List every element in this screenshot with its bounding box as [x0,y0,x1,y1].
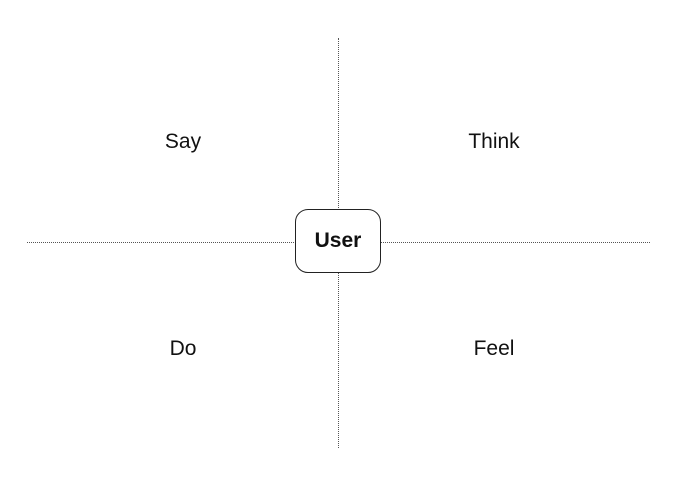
user-center-node: User [295,209,381,273]
quadrant-label-feel: Feel [473,337,515,360]
quadrant-label-think: Think [468,130,520,153]
quadrant-label-say: Say [164,130,202,153]
quadrant-label-do: Do [169,337,197,360]
user-center-label: User [314,229,362,252]
